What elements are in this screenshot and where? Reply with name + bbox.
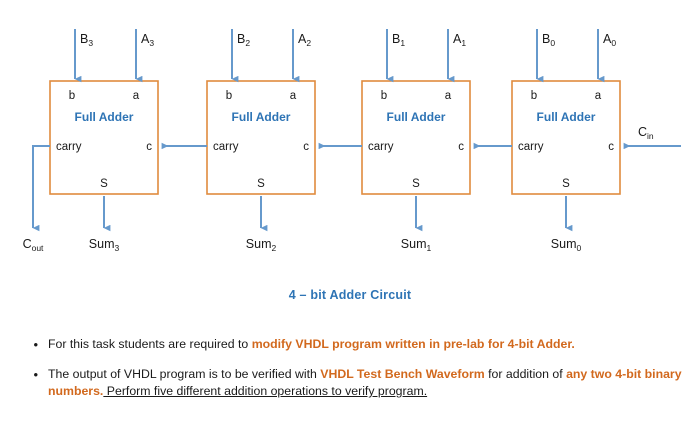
port-label-carry-0: carry: [518, 141, 544, 153]
signal-label-sum2: Sum2: [246, 237, 277, 253]
diagram-caption: 4 – bit Adder Circuit: [288, 288, 412, 302]
adder-stage-2: b a Full Adder carry c S B2 A2 Sum2: [161, 29, 316, 253]
signal-label-a3: A3: [141, 32, 154, 48]
port-label-a-1: a: [445, 90, 452, 102]
port-label-s-0: S: [562, 178, 570, 190]
signal-label-a2: A2: [298, 32, 311, 48]
port-label-s-2: S: [257, 178, 265, 190]
task1-lead: For this task students are required to: [48, 337, 252, 351]
bullet-glyph-1: •: [33, 337, 38, 352]
port-label-s-1: S: [412, 178, 420, 190]
task2-highlight2: any two 4-bit binary numbers.: [48, 367, 682, 398]
full-adder-box-0[interactable]: [511, 80, 621, 195]
signal-label-cin: Cin: [638, 125, 654, 141]
task2-mid: for addition of: [484, 367, 567, 381]
full-adder-box-1[interactable]: [361, 80, 471, 195]
signal-label-sum0: Sum0: [551, 237, 582, 253]
port-label-carry-1: carry: [368, 141, 394, 153]
port-label-c-2: c: [303, 141, 309, 153]
port-label-b-0: b: [531, 90, 537, 102]
signal-label-sum3: Sum3: [89, 237, 120, 253]
full-adder-title-1: Full Adder: [387, 110, 446, 124]
output-wire-carry-out: [32, 145, 50, 232]
port-label-a-2: a: [290, 90, 297, 102]
task2-lead: The output of VHDL program is to be veri…: [48, 367, 321, 381]
task1-highlight: modify VHDL program written in pre-lab f…: [251, 337, 575, 351]
port-label-c-1: c: [458, 141, 464, 153]
four-bit-adder-diagram: b a Full Adder carry c S B3 A3 Sum3 Cout…: [23, 29, 681, 253]
task2-highlight: VHDL Test Bench Waveform: [320, 367, 485, 381]
full-adder-box-2[interactable]: [206, 80, 316, 195]
signal-label-a1: A1: [453, 32, 466, 48]
task-text-1: For this task students are required to m…: [48, 336, 700, 353]
task2-underlined: Perform five different addition operatio…: [103, 384, 428, 398]
full-adder-title-0: Full Adder: [537, 110, 596, 124]
signal-label-b3: B3: [80, 32, 93, 48]
port-label-carry-3: carry: [56, 141, 82, 153]
port-label-b-1: b: [381, 90, 387, 102]
signal-label-cout: Cout: [23, 237, 44, 253]
port-label-carry-2: carry: [213, 141, 239, 153]
port-label-b-2: b: [226, 90, 232, 102]
signal-label-b0: B0: [542, 32, 555, 48]
adder-stage-3: b a Full Adder carry c S B3 A3 Sum3 Cout: [23, 29, 159, 253]
task-item-2: • The output of VHDL program is to be ve…: [0, 366, 700, 400]
signal-label-a0: A0: [603, 32, 616, 48]
port-label-c-3: c: [146, 141, 152, 153]
adder-stage-0: b a Full Adder carry c S B0 A0 Sum0 Cin: [473, 29, 681, 253]
port-label-s-3: S: [100, 178, 108, 190]
task-item-1: • For this task students are required to…: [0, 336, 700, 353]
bullet-glyph-2: •: [33, 367, 38, 382]
full-adder-title-3: Full Adder: [75, 110, 134, 124]
full-adder-title-2: Full Adder: [232, 110, 291, 124]
task-list: • For this task students are required to…: [0, 336, 700, 413]
signal-label-b2: B2: [237, 32, 250, 48]
port-label-c-0: c: [608, 141, 614, 153]
signal-label-sum1: Sum1: [401, 237, 432, 253]
signal-label-b1: B1: [392, 32, 405, 48]
port-label-a-3: a: [133, 90, 140, 102]
full-adder-box-3[interactable]: [49, 80, 159, 195]
adder-stage-1: b a Full Adder carry c S B1 A1 Sum1: [318, 29, 471, 253]
task-text-2: The output of VHDL program is to be veri…: [48, 366, 700, 400]
port-label-a-0: a: [595, 90, 602, 102]
port-label-b-3: b: [69, 90, 75, 102]
